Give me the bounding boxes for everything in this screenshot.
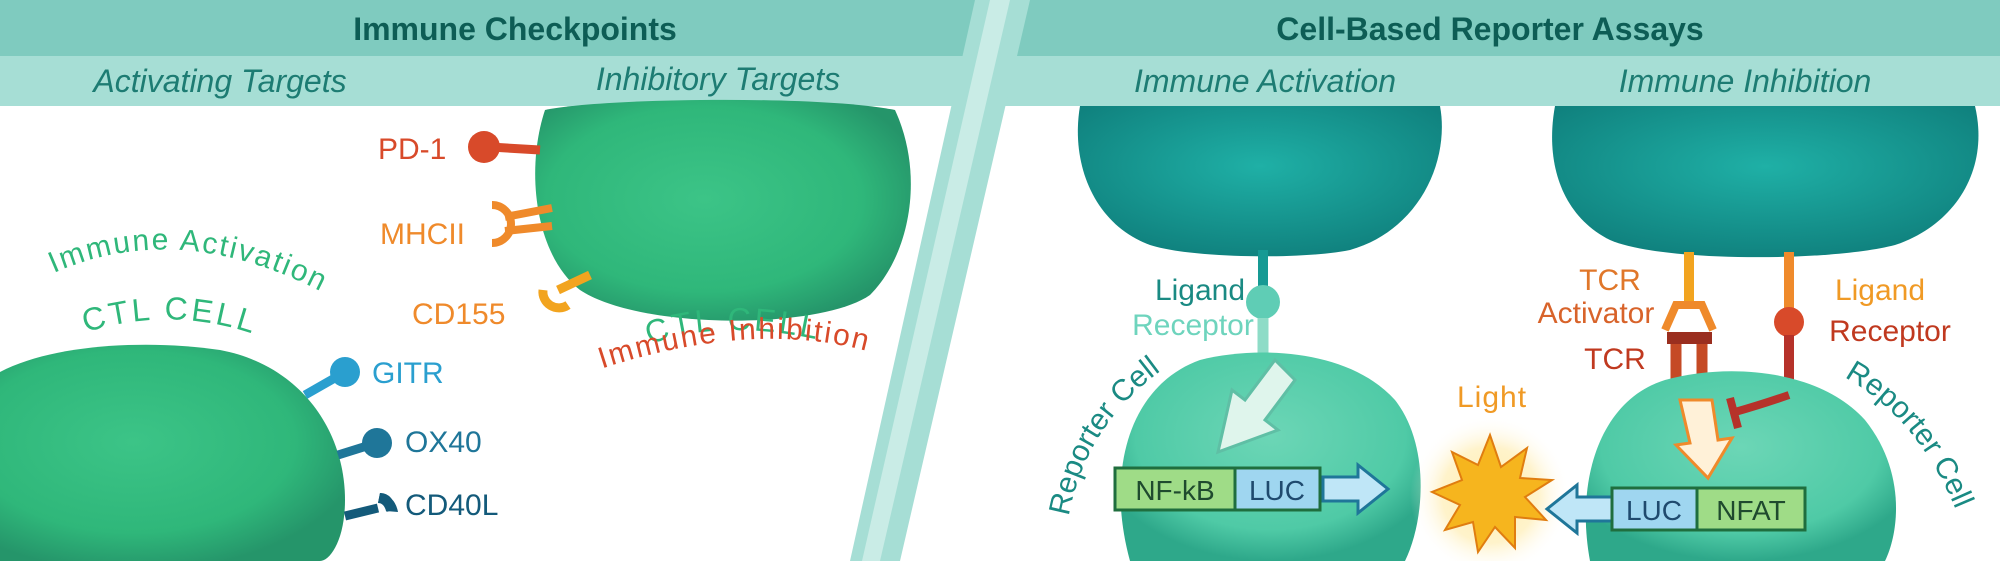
arc-label-immune-activation: Immune Activation <box>43 224 333 299</box>
receptor-label-activation: Receptor <box>1132 309 1254 342</box>
sub-immune-activation: Immune Activation <box>1134 63 1396 99</box>
arc-label-immune-inhibition: Immune Inhibition <box>594 313 874 376</box>
cd155-receptor <box>538 270 592 313</box>
ctl-cell-inhibition-body <box>535 99 911 321</box>
mhcii-receptor <box>491 201 553 247</box>
luc-box-inhibition <box>1610 486 1699 532</box>
reporter-cell-inhibition-body <box>1585 371 1897 561</box>
presenting-cell-inhibition <box>1552 106 1979 258</box>
ctl-cell-activation-body <box>0 344 345 561</box>
luc-label-inhibition: LUC <box>1626 495 1682 526</box>
inhibition-blocker <box>1726 391 1791 430</box>
ligand-receptor-inhibition <box>1774 252 1804 395</box>
nfat-label: NFAT <box>1716 495 1785 526</box>
pd1-label: PD-1 <box>378 133 446 166</box>
nfkb-label: NF-kB <box>1135 475 1214 506</box>
luc-box-activation <box>1233 466 1322 512</box>
signal-arrow-inhibition <box>1672 398 1735 481</box>
nfkb-luc-construct <box>1113 461 1391 517</box>
luc-output-arrow-activation <box>1321 461 1391 517</box>
signal-arrow-activation <box>1215 357 1297 455</box>
tcr-activator-label-line2: Activator <box>1538 297 1655 330</box>
nfkb-box <box>1113 466 1237 512</box>
presenting-cell-activation <box>1077 106 1442 257</box>
light-star-icon <box>1429 432 1556 555</box>
cd40l-receptor <box>343 492 398 521</box>
ligand-label-activation: Ligand <box>1155 274 1245 307</box>
cd40l-label: CD40L <box>405 489 498 522</box>
luc-label-activation: LUC <box>1249 475 1305 506</box>
ctl-cell-inhibition <box>535 99 911 321</box>
gitr-label: GITR <box>372 357 444 390</box>
tcr-label: TCR <box>1584 343 1646 376</box>
sub-inhibitory-targets: Inhibitory Targets <box>596 61 840 97</box>
light-burst <box>1410 415 1570 561</box>
reporter-cell-inhibition <box>1585 371 1897 561</box>
mhcii-label: MHCII <box>380 218 465 251</box>
ctl-cell-label-activation: CTL CELL <box>78 290 263 341</box>
pd1-receptor <box>468 131 541 163</box>
ligand-receptor-activation <box>1246 250 1280 362</box>
luc-nfat-construct <box>1544 481 1807 537</box>
luc-output-arrow-inhibition <box>1544 481 1614 537</box>
ctl-cell-activation <box>0 344 345 561</box>
gitr-receptor <box>302 357 360 399</box>
nfat-box <box>1695 486 1807 532</box>
ox40-label: OX40 <box>405 426 482 459</box>
left-header: Immune Checkpoints <box>353 11 677 47</box>
ligand-label-inhibition: Ligand <box>1835 274 1925 307</box>
sub-immune-inhibition: Immune Inhibition <box>1619 63 1872 99</box>
light-label: Light <box>1457 381 1527 414</box>
right-header: Cell-Based Reporter Assays <box>1276 11 1703 47</box>
receptor-label-inhibition: Receptor <box>1829 315 1951 348</box>
tcr-activator-label-line1: TCR <box>1579 264 1641 297</box>
ox40-receptor <box>336 428 392 460</box>
sub-activating-targets: Activating Targets <box>91 63 346 99</box>
cd155-label: CD155 <box>412 298 505 331</box>
